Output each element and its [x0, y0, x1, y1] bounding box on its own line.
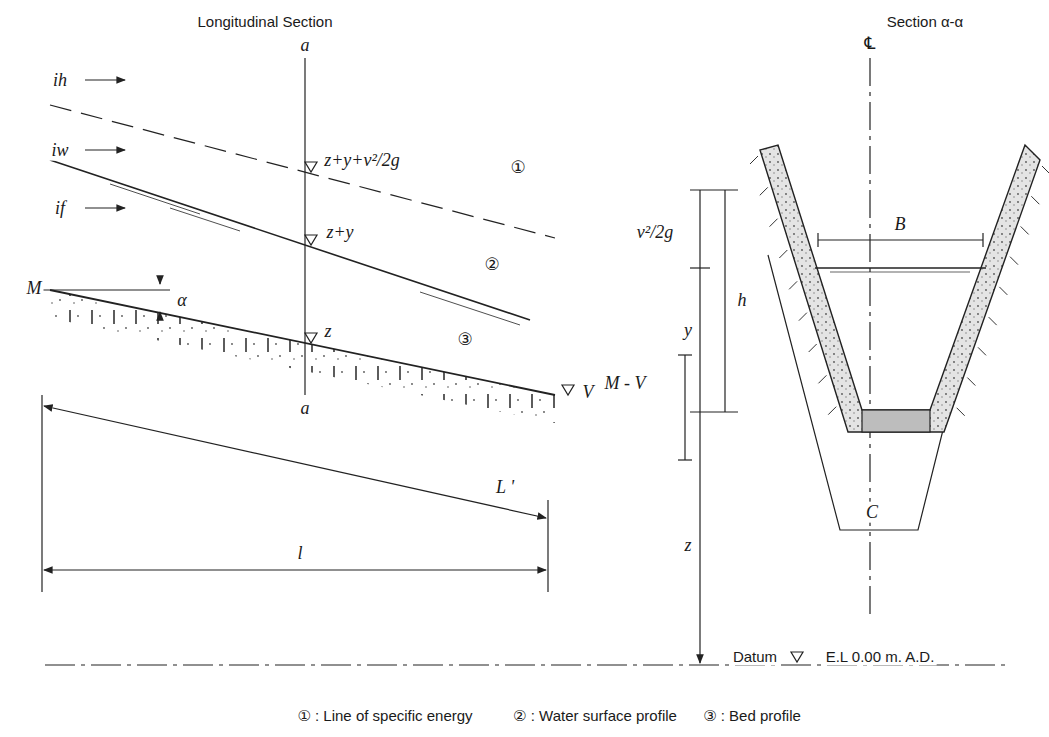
point-label: V — [581, 382, 596, 403]
dimension-label: l — [295, 543, 304, 564]
point-label: M — [25, 278, 44, 299]
slope-symbol: ih — [51, 70, 69, 91]
dimension-label: M - V — [603, 373, 648, 394]
callout-number: ③ — [455, 330, 474, 350]
level-label: z+y+v²/2g — [322, 150, 402, 171]
dimension-label: v²/2g — [635, 222, 675, 243]
section-mark: a — [299, 398, 312, 419]
angle-label: α — [175, 290, 188, 311]
elevation-label: E.L 0.00 m. A.D. — [824, 648, 937, 665]
key-entry: ① : Line of specific energy — [295, 707, 474, 724]
dimension-label: L ' — [494, 477, 516, 498]
section-mark: a — [299, 35, 312, 56]
dimension-label: B — [893, 214, 908, 235]
point-label: C — [864, 502, 880, 523]
section-heading: Section α-α — [885, 13, 966, 30]
centerline-symbol: ℄ — [863, 34, 878, 54]
slope-symbol: if — [53, 198, 67, 219]
section-heading: Longitudinal Section — [195, 13, 334, 30]
dimension-label: y — [682, 320, 694, 341]
callout-number: ① — [508, 158, 527, 178]
dimension-label: h — [736, 290, 749, 311]
datum-label: Datum — [731, 648, 779, 665]
key-entry: ③ : Bed profile — [701, 707, 803, 724]
callout-number: ② — [482, 255, 501, 275]
key-entry: ② : Water surface profile — [511, 707, 679, 724]
dimension-label: z — [682, 535, 693, 556]
level-label: z — [322, 321, 333, 342]
level-label: z+y — [324, 222, 355, 243]
slope-symbol: iw — [49, 140, 70, 161]
